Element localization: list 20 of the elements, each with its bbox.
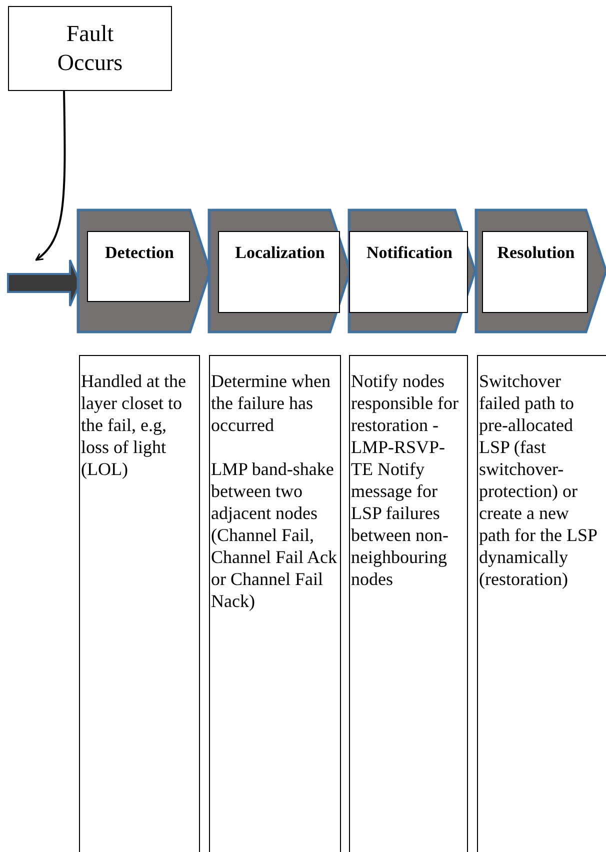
description-column: [477, 355, 606, 852]
stage-title: Localization: [234, 243, 326, 263]
stage-heading: [87, 231, 190, 302]
stage-heading: [218, 231, 340, 313]
curved-arrow: [35, 90, 66, 261]
stage-heading: [349, 231, 468, 313]
description-column: [79, 355, 200, 852]
stage-title: Notification: [366, 243, 454, 263]
stage-heading: [482, 231, 588, 313]
event-box: [8, 6, 172, 91]
description-text: Notify nodes responsible for restoration -LMP-RSVP-TE Notify message for LSP failures between non-neighbouring nodes: [351, 370, 460, 590]
stage-title: Resolution: [496, 243, 576, 263]
description-text: Switchover failed path to pre-allocated LSP (fast switchover-protection) or create a new path for the LSP dynamically (restoration): [479, 370, 598, 590]
description-text: LMP band-shake between two adjacent nodes (Channel Fail, Channel Fail Ack or Channel Fail Nack): [211, 458, 338, 612]
description-text: Determine when the failure has occurred: [211, 370, 332, 436]
event-label: Fault Occurs: [56, 20, 124, 76]
description-text: Handled at the layer closet to the fail, e.g, loss of light (LOL): [81, 370, 187, 480]
stage-title: Detection: [104, 243, 175, 263]
description-column: [209, 355, 341, 852]
description-column: [349, 355, 468, 852]
